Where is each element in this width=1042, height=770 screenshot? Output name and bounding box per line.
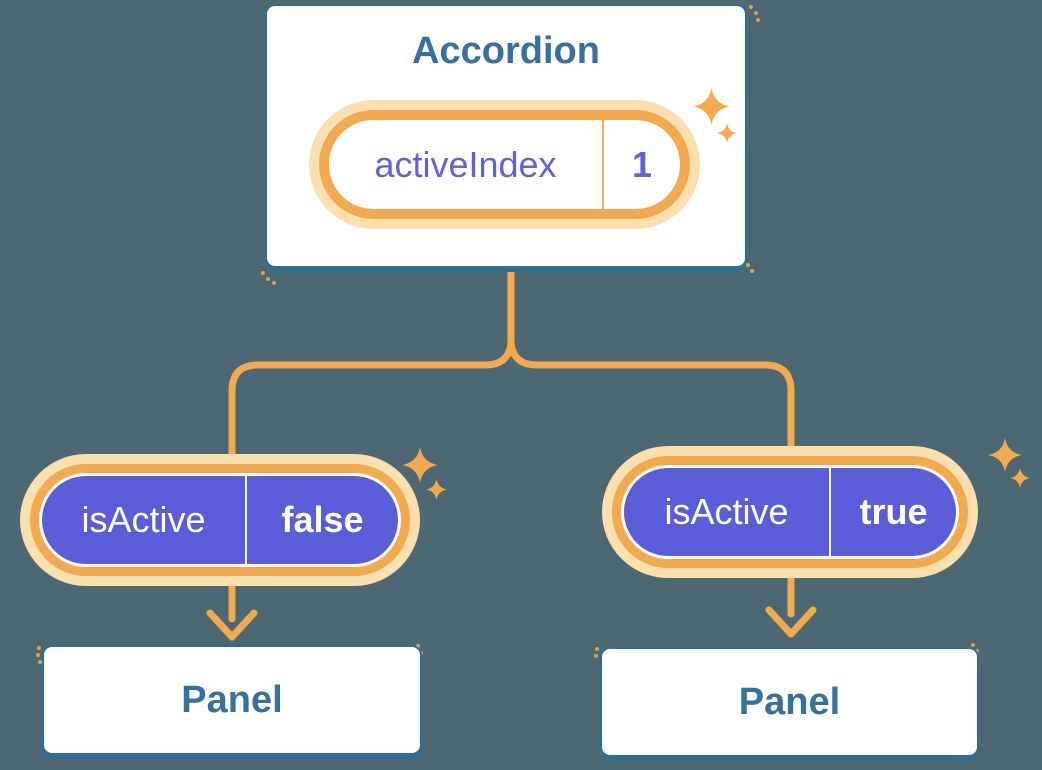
pill-divider: [245, 476, 247, 564]
accordion-card: Accordion activeIndex 1: [265, 4, 747, 268]
sparkle-icon: [426, 479, 447, 500]
pill-divider: [602, 120, 604, 209]
panel-card-left: Panel: [42, 645, 422, 755]
state-pill: activeIndex 1: [319, 110, 690, 219]
prop-name: isActive: [81, 499, 206, 540]
panel-title: Panel: [738, 680, 841, 723]
arrow-left-head: [206, 609, 258, 641]
sparkle-icon: [988, 438, 1022, 472]
prop-pill-right: isActive true: [612, 456, 968, 568]
sparkle-icon: [1010, 468, 1030, 488]
state-value: 1: [631, 143, 653, 185]
prop-value: false: [281, 499, 364, 540]
sparkle-icon: [693, 88, 730, 125]
sparkle-icon: [717, 123, 737, 143]
state-name: activeIndex: [374, 143, 557, 185]
prop-pill-left: isActive false: [30, 464, 410, 576]
panel-title: Panel: [181, 678, 283, 721]
prop-name: isActive: [664, 491, 789, 532]
branch-line-left: [228, 258, 515, 464]
prop-value: true: [859, 491, 928, 532]
sparkle-icon: [402, 447, 438, 483]
arrow-right-head: [765, 606, 817, 638]
panel-card-right: Panel: [600, 647, 979, 757]
prop-pill-body: isActive true: [624, 468, 956, 556]
branch-line-right: [507, 258, 795, 454]
accordion-title: Accordion: [412, 30, 600, 72]
pill-divider: [829, 468, 831, 556]
prop-pill-body: isActive false: [42, 476, 398, 564]
